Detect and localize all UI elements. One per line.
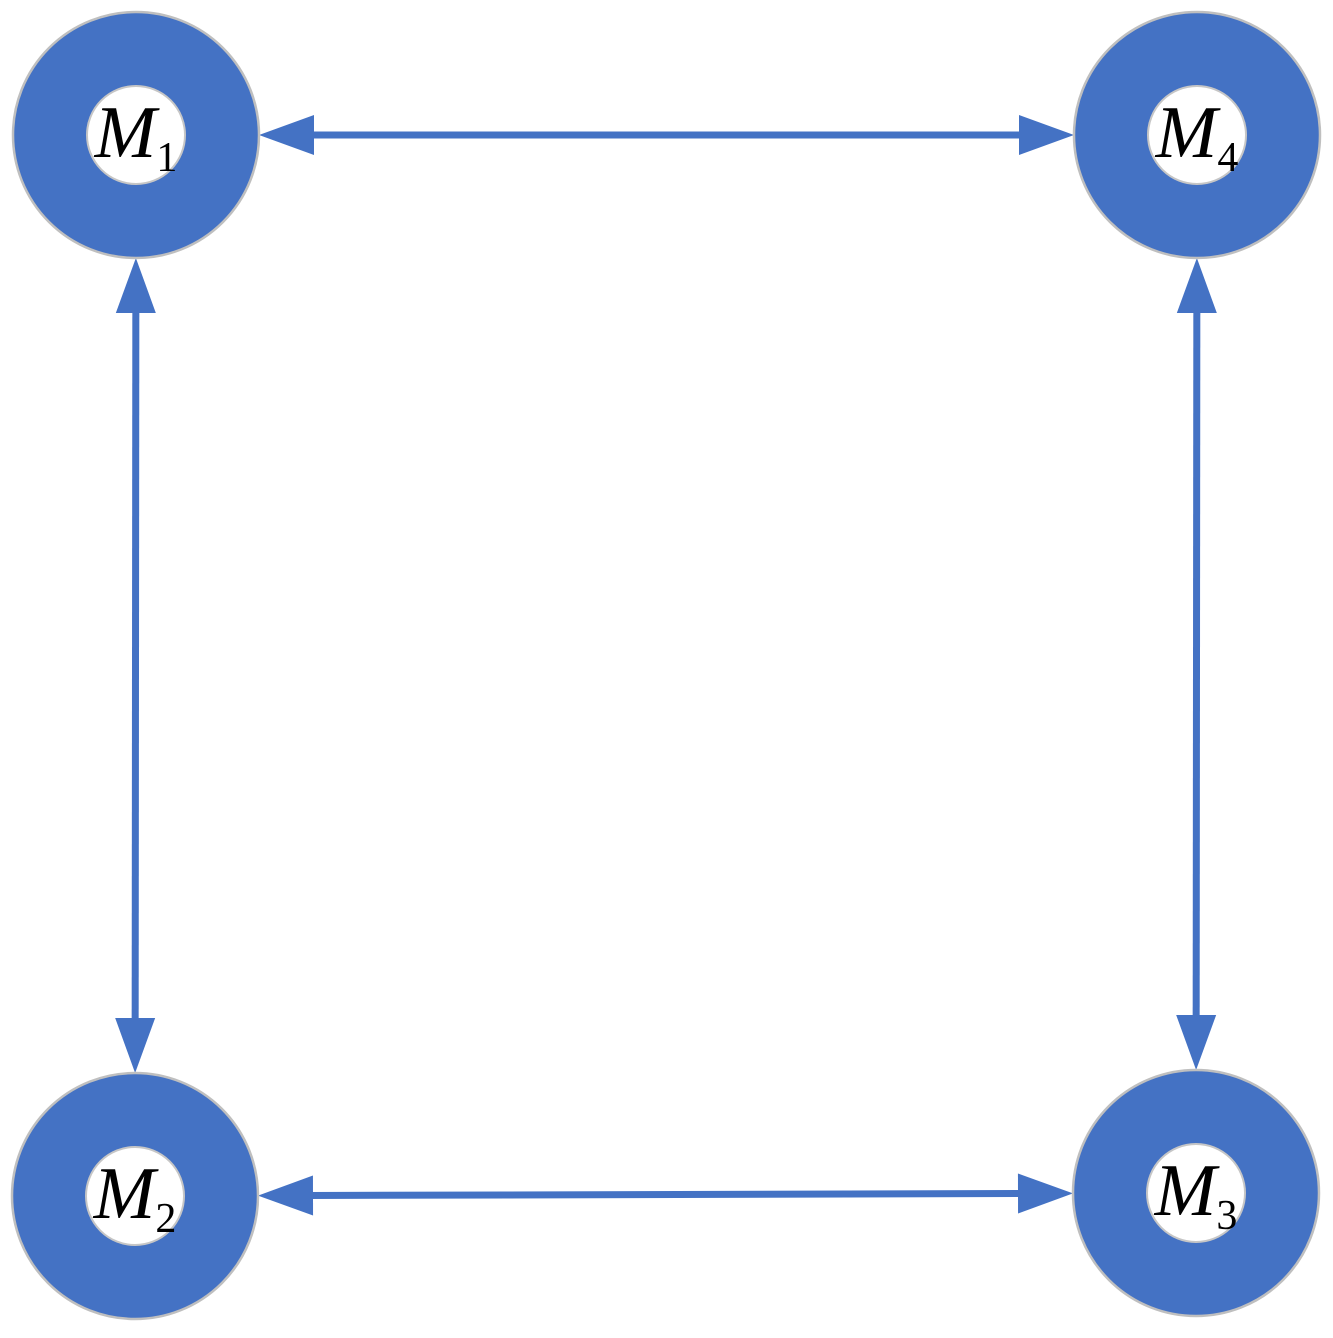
arrowhead-icon: [1017, 1173, 1074, 1214]
arrowhead-icon: [1176, 1014, 1217, 1070]
node-label: M1: [94, 92, 178, 181]
edge-M4-M3: [1176, 257, 1217, 1070]
node-label: M4: [1155, 92, 1239, 181]
edge-M2-M3: [257, 1173, 1074, 1216]
arrowhead-icon: [257, 1175, 314, 1216]
edge-M1-M4: [259, 115, 1074, 155]
edge-shaft: [308, 1189, 1023, 1200]
node-M4: M4: [1072, 10, 1322, 260]
node-label: M3: [1154, 1150, 1238, 1239]
edge-shaft: [131, 308, 140, 1023]
node-M3: M3: [1071, 1068, 1321, 1318]
arrowhead-icon: [115, 1017, 156, 1073]
arrowhead-icon: [115, 257, 156, 314]
edge-shaft: [1192, 308, 1201, 1020]
node-inner-circle: [1147, 85, 1247, 185]
arrowhead-icon: [1176, 257, 1217, 314]
node-label: M2: [93, 1153, 177, 1242]
edge-M1-M2: [115, 257, 156, 1073]
node-M2: M2: [10, 1071, 260, 1321]
node-inner-circle: [85, 1146, 185, 1246]
node-inner-circle: [1146, 1143, 1246, 1243]
node-M1: M1: [11, 10, 261, 260]
arrowhead-icon: [259, 115, 314, 155]
node-inner-circle: [86, 85, 186, 185]
arrowhead-icon: [1019, 115, 1074, 155]
